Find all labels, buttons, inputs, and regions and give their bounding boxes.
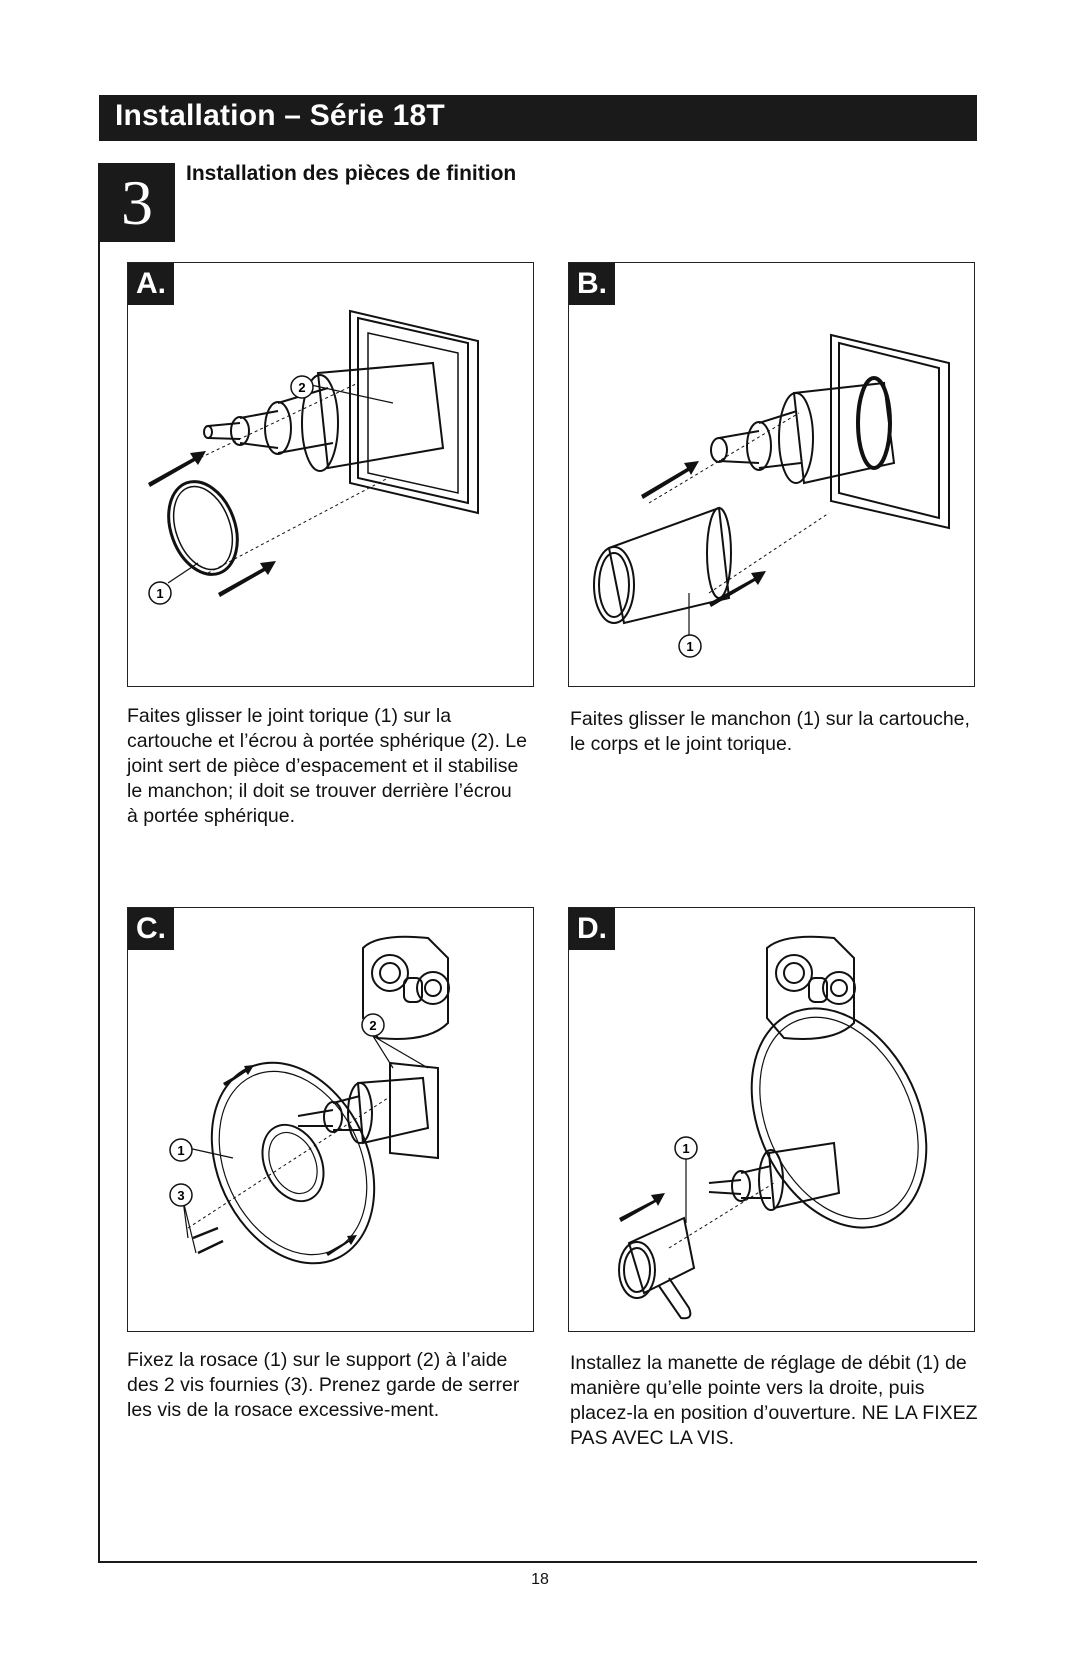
caption-d: Installez la manette de réglage de débit… — [570, 1352, 978, 1449]
panel-a: 2 1 A. — [127, 262, 534, 687]
step-number: 3 — [121, 167, 153, 238]
left-margin-rule — [98, 163, 100, 1563]
illustration-sleeve-installation: 1 — [593, 333, 950, 658]
panel-b: 1 B. — [568, 262, 975, 687]
illustration-o-ring-installation: 2 1 — [148, 309, 479, 605]
svg-text:2: 2 — [369, 1018, 376, 1033]
svg-text:1: 1 — [686, 639, 693, 654]
section-title: Installation – Série 18T — [115, 99, 445, 132]
panel-d: 1 D. — [568, 907, 975, 1332]
panel-letter-a: A. — [128, 263, 174, 305]
caption-c: Fixez la rosace (1) sur le support (2) à… — [127, 1349, 520, 1421]
panel-letter-d: D. — [569, 908, 615, 950]
svg-text:1: 1 — [682, 1141, 689, 1156]
illustration-escutcheon-installation: 2 1 3 — [169, 935, 450, 1265]
bottom-rule — [98, 1561, 977, 1563]
panel-letter-b: B. — [569, 263, 615, 305]
callout-3: 3 — [169, 1183, 193, 1207]
svg-text:3: 3 — [177, 1188, 184, 1203]
callout-2: 2 — [290, 375, 314, 399]
illustration-handle-installation: 1 — [618, 935, 928, 1320]
step-number-box: 3 — [99, 163, 175, 242]
page-number: 18 — [531, 1571, 549, 1588]
step-heading: Installation des pièces de finition — [186, 162, 517, 185]
callout-1: 1 — [674, 1136, 698, 1160]
callout-1: 1 — [148, 581, 172, 605]
panel-c: 2 1 3 C. — [127, 907, 534, 1332]
caption-a: Faites glisser le joint torique (1) sur … — [127, 705, 527, 827]
svg-text:2: 2 — [298, 380, 305, 395]
callout-1: 1 — [169, 1138, 193, 1162]
caption-b: Faites glisser le manchon (1) sur la car… — [570, 708, 970, 755]
callout-2: 2 — [361, 1013, 385, 1037]
callout-1: 1 — [678, 634, 702, 658]
panel-letter-c: C. — [128, 908, 174, 950]
section-title-bar: Installation – Série 18T — [99, 95, 977, 141]
svg-text:1: 1 — [177, 1143, 184, 1158]
svg-text:1: 1 — [156, 586, 163, 601]
